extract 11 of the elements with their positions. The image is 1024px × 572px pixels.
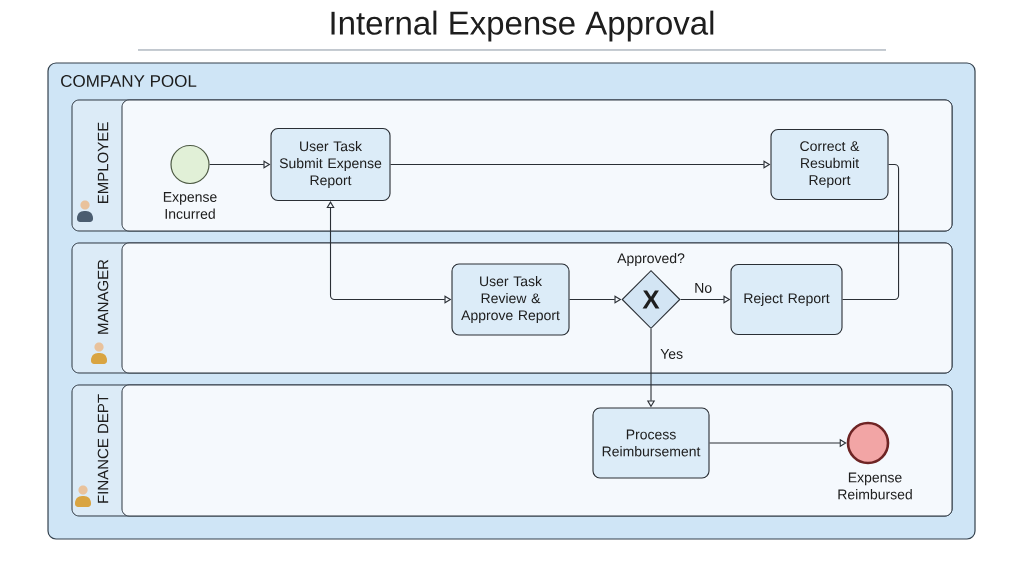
gateway-label: Approved? [617,252,685,266]
task-box: Correct & Resubmit Report [770,128,889,201]
task-box: User Task Review & Approve Report [451,263,570,336]
task-box: User Task Submit Expense Report [270,127,391,202]
edge-label: Yes [659,348,685,360]
task-box: Reject Report [730,263,843,336]
event-label: Expense Reimbursed [838,472,912,500]
event-label: Expense Incurred [163,192,217,219]
edge-label: No [693,282,714,294]
title: Internal Expense Approval [331,10,714,42]
task-box: Process Reimbursement [592,407,710,479]
